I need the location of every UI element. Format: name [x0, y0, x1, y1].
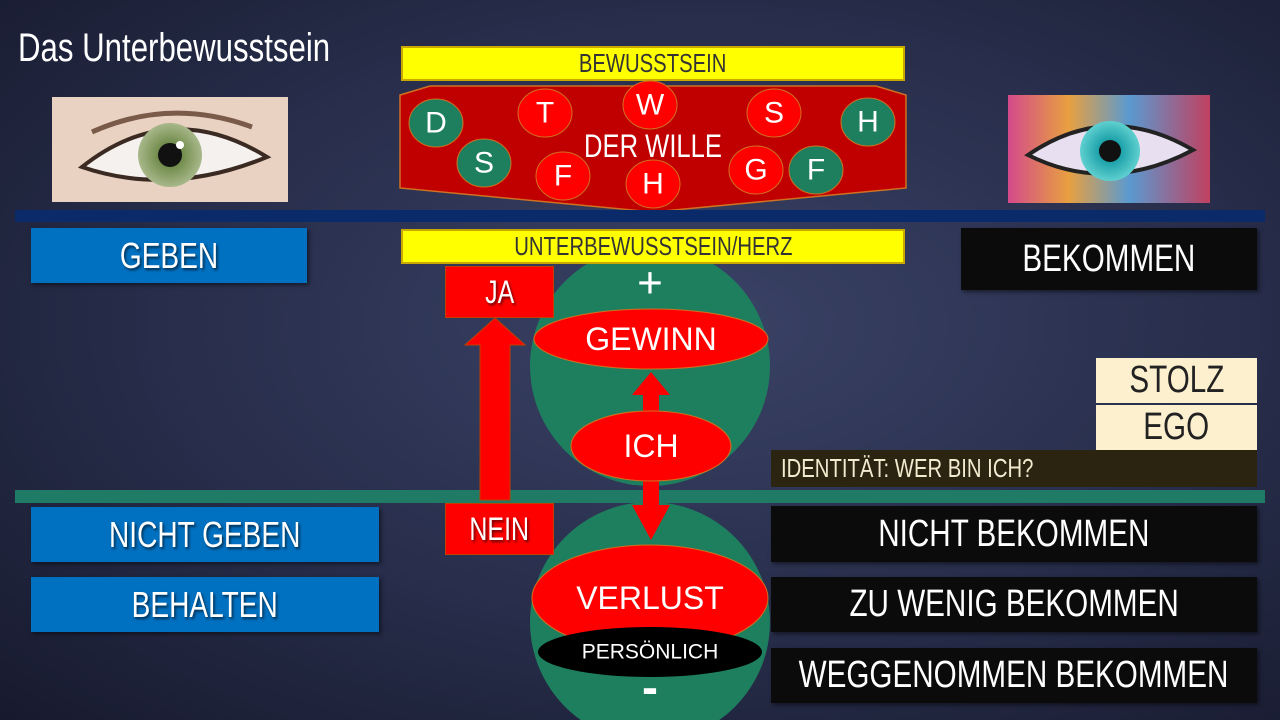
- slide-title: Das Unterbewusstsein: [18, 26, 331, 70]
- ich-to-verlust-arrow: [632, 478, 670, 540]
- right-eye-image: [1008, 95, 1210, 203]
- ich-label: ICH: [623, 428, 678, 464]
- nein-to-ja-arrow: [463, 317, 527, 501]
- persoenlich-ellipse: [538, 627, 762, 677]
- will-circle-letter: T: [536, 97, 554, 130]
- gewinn-ellipse: [533, 308, 769, 370]
- will-circle-w: [622, 80, 678, 130]
- gewinn-label: GEWINN: [585, 321, 717, 357]
- ich-ellipse: [570, 410, 732, 482]
- will-circle-h: [625, 159, 681, 209]
- will-circle-s: [456, 138, 512, 188]
- bekommen-box: BEKOMMEN: [961, 228, 1257, 290]
- ich-to-gewinn-arrow: [632, 372, 670, 415]
- left-eye-image: [52, 97, 288, 202]
- will-circle-s: [746, 88, 802, 138]
- verlust-label: VERLUST: [576, 580, 724, 616]
- bewusstsein-bar: BEWUSSTSEIN: [401, 46, 905, 81]
- will-circle-letter: F: [554, 160, 572, 193]
- plus-sign: +: [637, 259, 663, 308]
- nein-box: NEIN: [445, 503, 554, 555]
- stolz-box: STOLZ: [1096, 358, 1257, 403]
- ja-box: JA: [445, 266, 554, 318]
- will-circle-f: [788, 145, 844, 195]
- will-circle-t: [517, 88, 573, 138]
- unterbewusstsein-bar: UNTERBEWUSSTSEIN/HERZ: [401, 229, 905, 264]
- will-circle-letter: H: [857, 106, 879, 139]
- will-circle-g: [728, 145, 784, 195]
- will-circle-letter: F: [807, 154, 825, 187]
- will-circle-letter: W: [636, 89, 665, 122]
- subconscious-divider-line: [15, 490, 1265, 503]
- ego-box: EGO: [1096, 405, 1257, 450]
- behalten-box: BEHALTEN: [31, 577, 379, 632]
- will-circle-letter: S: [764, 97, 784, 130]
- weggenommen-bekommen-box: WEGGENOMMEN BEKOMMEN: [771, 648, 1257, 703]
- conscious-divider-line: [15, 210, 1265, 222]
- nicht-bekommen-box: NICHT BEKOMMEN: [771, 506, 1257, 562]
- will-circle-letter: G: [744, 154, 767, 187]
- nicht-geben-box: NICHT GEBEN: [31, 507, 379, 562]
- will-circle-h: [840, 97, 896, 147]
- minus-sign: -: [642, 662, 658, 715]
- will-circle-f: [535, 151, 591, 201]
- persoenlich-label: PERSÖNLICH: [582, 641, 719, 664]
- zu-wenig-bekommen-box: ZU WENIG BEKOMMEN: [771, 577, 1257, 632]
- will-circle-letter: H: [642, 168, 664, 201]
- will-circle-letter: S: [474, 147, 494, 180]
- will-label: DER WILLE: [584, 129, 722, 164]
- identitaet-bar: IDENTITÄT: WER BIN ICH?: [771, 450, 1257, 487]
- will-circle-letter: D: [425, 107, 447, 140]
- geben-box: GEBEN: [31, 228, 307, 283]
- will-circle-d: [408, 98, 464, 148]
